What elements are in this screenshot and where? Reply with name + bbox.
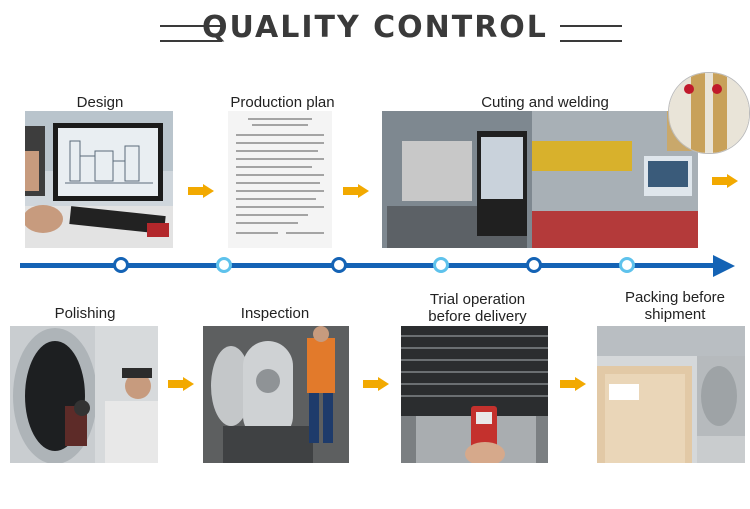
title-rule-left-bottom [160, 40, 222, 42]
step-label-trial-operation-2: before delivery [428, 308, 527, 325]
step-label-trial-operation-1: Trial operation [429, 291, 526, 308]
step-label-design: Design [76, 94, 124, 111]
step-label-production-plan: Production plan [230, 94, 335, 111]
title-rule-right-top [560, 25, 622, 27]
timeline-dot-icon [619, 257, 635, 273]
polishing-photo [10, 326, 158, 463]
timeline-dot-icon [216, 257, 232, 273]
step-label-cutting-welding: Cuting and welding [481, 94, 609, 111]
arrow-right-icon [188, 184, 214, 198]
timeline-dot-icon [433, 257, 449, 273]
timeline-dot-icon [113, 257, 129, 273]
timeline-bar [20, 263, 715, 268]
production-plan-photo [228, 111, 332, 248]
timeline-dot-icon [526, 257, 542, 273]
design-photo [25, 111, 173, 248]
step-label-polishing: Polishing [54, 305, 116, 322]
welding-detail-inset [668, 72, 750, 154]
arrow-right-icon [363, 377, 389, 391]
title-rule-right-bottom [560, 40, 622, 42]
step-label-packing-2: shipment [644, 306, 706, 323]
cutting-welding-photo [382, 111, 698, 248]
step-label-inspection: Inspection [240, 305, 310, 322]
inspection-photo [203, 326, 349, 463]
arrow-right-icon [712, 174, 738, 188]
arrow-right-icon [343, 184, 369, 198]
title-rule-left-top [160, 25, 222, 27]
arrow-right-icon [168, 377, 194, 391]
timeline-arrowhead [713, 255, 735, 277]
page-title: QUALITY CONTROL [202, 10, 548, 45]
step-label-packing-1: Packing before [624, 289, 726, 306]
packing-photo [597, 326, 745, 463]
arrow-right-icon [560, 377, 586, 391]
trial-operation-photo [401, 326, 548, 463]
timeline-dot-icon [331, 257, 347, 273]
